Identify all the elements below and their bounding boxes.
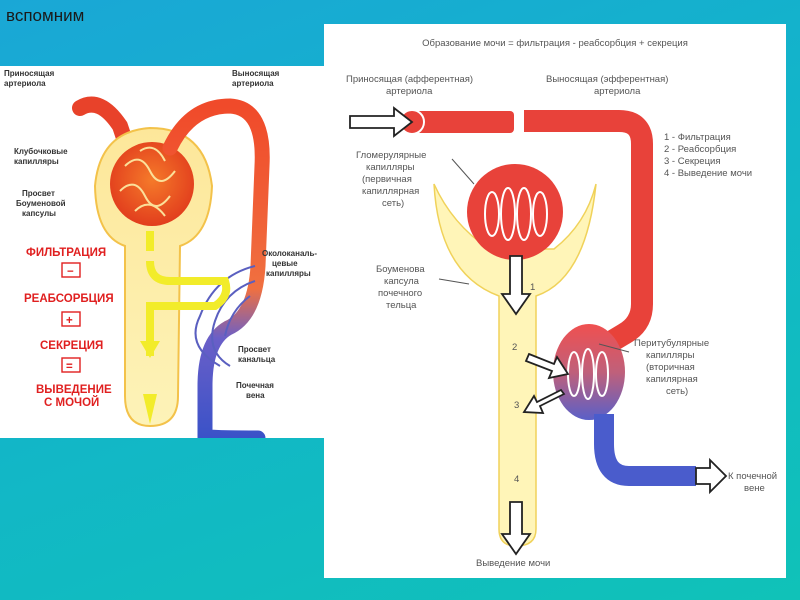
efferent-vessel: [162, 98, 270, 446]
step-filtration: ФИЛЬТРАЦИЯ: [26, 247, 106, 259]
step-excretion-1: ВЫВЕДЕНИЕ: [36, 384, 112, 396]
step-secretion: СЕКРЕЦИЯ: [40, 340, 103, 352]
label-tubule-1: Просвет: [238, 345, 271, 354]
flow-arrowhead: [140, 341, 160, 358]
afferent-arteriole: [72, 96, 138, 164]
label-efferent-2: артериола: [232, 79, 274, 88]
peritubular-capillaries: [194, 265, 256, 367]
label-glom-1: Клубочковые: [14, 147, 68, 156]
label-glom-2: капилляры: [14, 157, 59, 166]
slide-title: вспомним: [6, 6, 85, 25]
r-label-peri-3: (вторичная: [646, 362, 695, 373]
step-number-1: 1: [530, 282, 535, 293]
peritubular-ball: [553, 324, 625, 420]
reabsorption-arrow: [524, 352, 570, 380]
label-lumen-2: Боуменовой: [16, 199, 66, 208]
r-label-efferent-2: артериола: [594, 86, 641, 97]
r-label-peri-5: сеть): [666, 386, 688, 397]
left-diagram-panel: Приносящая артериола Выносящая артериола…: [0, 66, 324, 446]
r-label-glom-4: капиллярная: [362, 186, 419, 197]
label-afferent-1: Приносящая: [4, 69, 55, 78]
glomerulus: [110, 142, 194, 226]
afferent-arteriole-right: [414, 111, 514, 133]
excretion-arrowhead: [143, 394, 157, 424]
legend-item-excretion: 4 - Выведение мочи: [664, 168, 752, 179]
nephron-diagram-left: Приносящая артериола Выносящая артериола…: [4, 69, 317, 446]
efferent-arteriole-right: [524, 110, 653, 359]
r-label-peri-2: капилляры: [646, 350, 695, 361]
r-label-glom-2: капилляры: [366, 162, 415, 173]
step-reabsorption: РЕАБСОРБЦИЯ: [24, 293, 114, 305]
step-excretion-2: С МОЧОЙ: [44, 396, 99, 409]
r-label-afferent-2: артериола: [386, 86, 433, 97]
r-label-bowman-4: тельца: [386, 300, 417, 311]
r-label-vein-1: К почечной: [728, 471, 777, 482]
r-label-glom-1: Гломерулярные: [356, 150, 426, 161]
step-plus: +: [66, 315, 73, 327]
r-label-vein-2: вене: [744, 483, 765, 494]
label-tubule-2: канальца: [238, 355, 276, 364]
r-label-urine: Выведение мочи: [476, 558, 550, 569]
label-peri-2: цевые: [272, 259, 298, 268]
plus-box: [61, 311, 81, 327]
step-number-4: 4: [514, 474, 519, 485]
secretion-arrow: [522, 388, 566, 414]
label-afferent-2: артериола: [4, 79, 46, 88]
urine-arrow: [500, 501, 532, 556]
label-vein-1: Почечная: [236, 381, 274, 390]
r-label-bowman-2: капсула: [384, 276, 420, 287]
legend-item-filtration: 1 - Фильтрация: [664, 132, 731, 143]
step-number-2: 2: [512, 342, 517, 353]
r-label-glom-3: (первичная: [362, 174, 412, 185]
legend-item-reabsorption: 2 - Реабсорбция: [664, 144, 736, 155]
label-lumen-1: Просвет: [22, 189, 55, 198]
diagram-title: Образование мочи = фильтрация - реабсорб…: [422, 38, 688, 49]
legend-item-secretion: 3 - Секреция: [664, 156, 721, 167]
label-lumen-3: капсулы: [22, 209, 56, 218]
label-peri-1: Околоканаль-: [262, 249, 317, 258]
label-peri-3: капилляры: [266, 269, 311, 278]
label-vein-2: вена: [246, 391, 265, 400]
r-label-afferent-1: Приносящая (афферентная): [346, 74, 473, 85]
minus-box: [61, 262, 81, 278]
r-label-peri-4: капилярная: [646, 374, 698, 385]
flow-arrow: [146, 231, 231, 356]
step-number-3: 3: [514, 400, 519, 411]
step-minus: −: [67, 266, 74, 278]
renal-vein-right: [594, 414, 696, 486]
r-label-bowman-3: почечного: [378, 288, 422, 299]
right-diagram-panel: Образование мочи = фильтрация - реабсорб…: [324, 24, 786, 578]
nephron-diagram-right: Образование мочи = фильтрация - реабсорб…: [346, 38, 777, 569]
r-label-peri-1: Перитубулярные: [634, 338, 709, 349]
to-vein-arrow: [695, 457, 728, 495]
inflow-arrow: [349, 106, 414, 138]
equals-box: [61, 357, 81, 373]
r-label-glom-5: сеть): [382, 198, 404, 209]
r-label-efferent-1: Выносящая (эфферентная): [546, 74, 668, 85]
label-efferent-1: Выносящая: [232, 69, 280, 78]
filtration-arrow: [500, 255, 532, 316]
r-label-bowman-1: Боуменова: [376, 264, 425, 275]
step-equals: =: [66, 361, 73, 373]
